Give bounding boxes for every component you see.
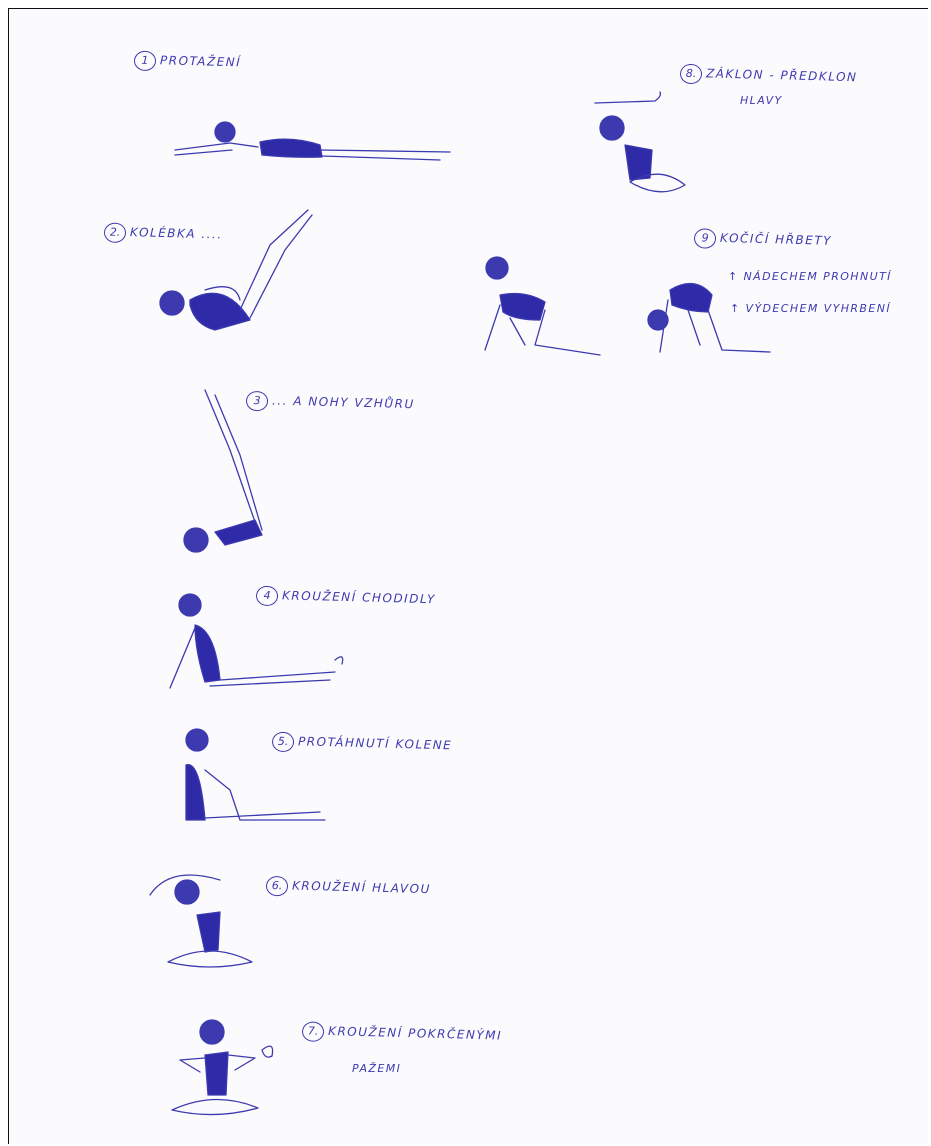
- number-badge-4: 4: [256, 586, 279, 607]
- figure-head-circles: [150, 875, 252, 967]
- exercise-7-subtitle: PAŽEMI: [352, 1062, 401, 1075]
- exercise-9-note-inhale: ↑ NÁDECHEM PROHNUTÍ: [728, 270, 892, 283]
- exercise-2-title: KOLÉBKA ....: [130, 225, 223, 241]
- figure-cat-back-inhale: [485, 257, 600, 355]
- figure-cat-back-exhale: [648, 284, 770, 352]
- number-badge-1: 1: [134, 51, 157, 72]
- exercise-8-title: ZÁKLON - PŘEDKLON: [706, 66, 858, 84]
- number-badge-6: 6.: [266, 876, 289, 897]
- number-badge-5: 5.: [272, 732, 295, 753]
- exercise-8-subtitle: HLAVY: [740, 94, 783, 107]
- figure-ankle-circles: [170, 594, 343, 688]
- figure-arm-circles: [172, 1020, 273, 1115]
- label-exercise-6: 6.KROUŽENÍ HLAVOU: [266, 876, 431, 900]
- exercise-6-title: KROUŽENÍ HLAVOU: [292, 879, 431, 897]
- figure-stretch: [175, 122, 450, 160]
- number-badge-3: 3: [246, 391, 269, 412]
- figure-legs-up: [184, 390, 262, 552]
- label-exercise-2: 2.KOLÉBKA ....: [104, 222, 223, 245]
- exercise-4-title: KROUŽENÍ CHODIDLY: [282, 588, 436, 606]
- number-badge-2: 2.: [104, 222, 127, 243]
- number-badge-8: 8.: [680, 64, 703, 85]
- exercise-7-title: KROUŽENÍ POKRČENÝMI: [328, 1024, 502, 1043]
- exercise-9-note-exhale: ↑ VÝDECHEM VYHRBENÍ: [730, 302, 891, 315]
- exercise-3-title: ... A NOHY VZHŮRU: [272, 393, 415, 411]
- figure-head-tilt: [595, 92, 685, 192]
- exercise-5-title: PROTÁHNUTÍ KOLENE: [298, 734, 453, 752]
- number-badge-7: 7.: [302, 1021, 325, 1042]
- number-badge-9: 9: [694, 228, 717, 249]
- exercise-9-title: KOČIČÍ HŘBETY: [720, 231, 832, 248]
- exercise-1-title: PROTAŽENÍ: [160, 53, 242, 69]
